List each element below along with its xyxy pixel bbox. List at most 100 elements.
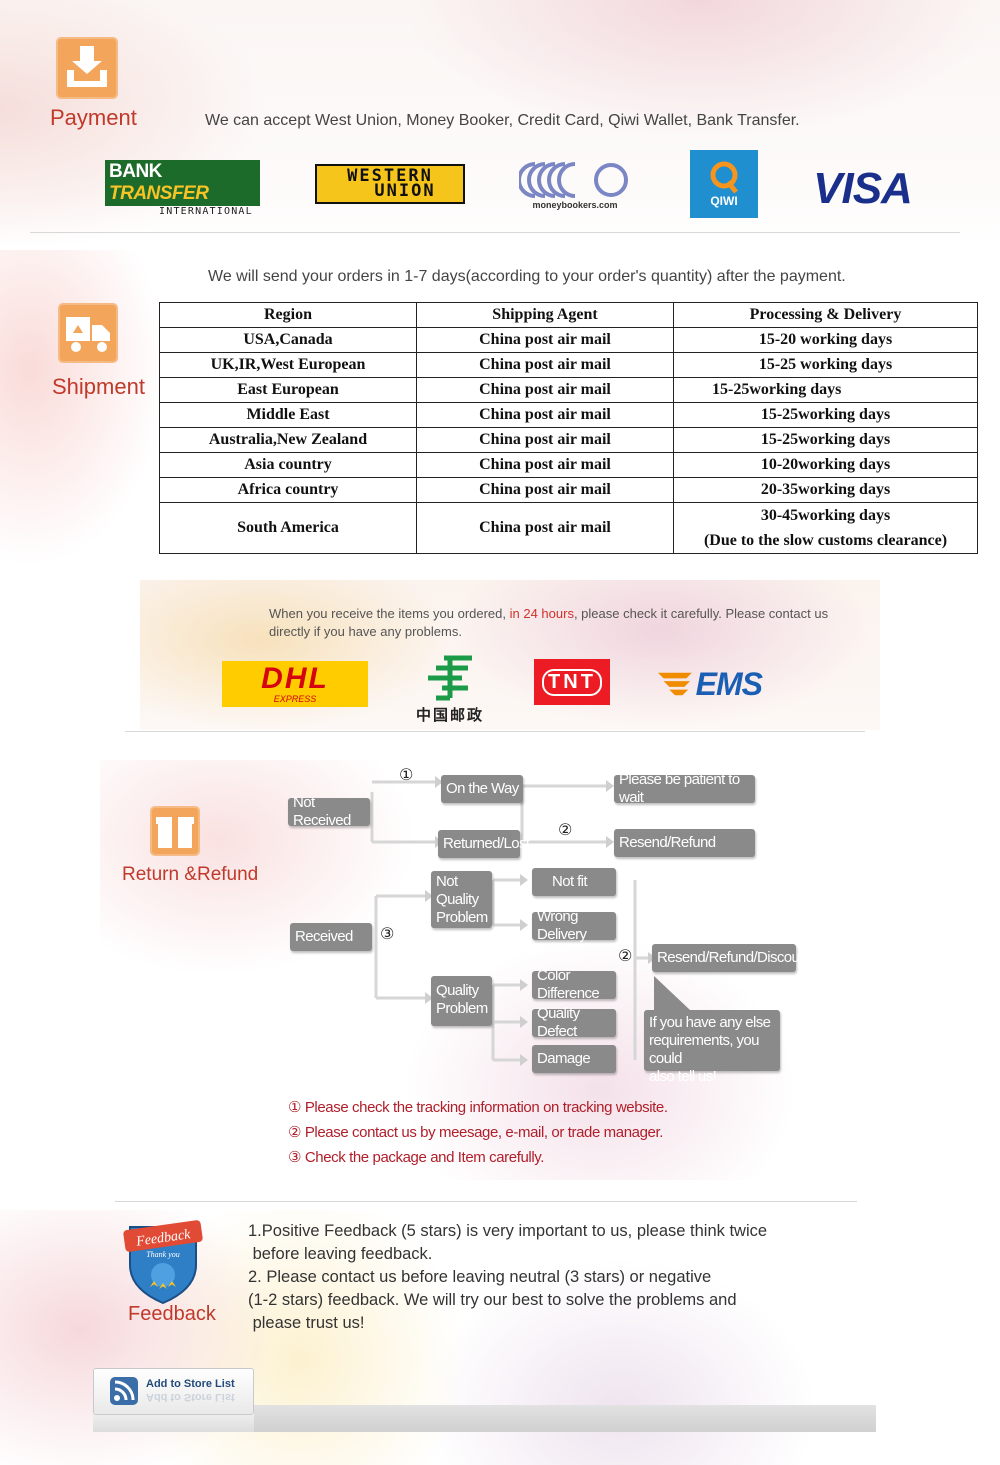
courier-notice-b: , please check it carefully. Please cont… (269, 606, 829, 639)
bank-transfer-logo: BANK TRANSFER INTERNATIONAL (105, 159, 260, 217)
flow-not-quality-line1: Not (436, 873, 458, 890)
qiwi-mark-icon (710, 161, 738, 194)
payment-divider (30, 232, 960, 233)
add-to-store-list-label: Add to Store List (146, 1378, 235, 1390)
shipment-title: Shipment (52, 374, 145, 399)
cell-agent: China post air mail (416, 352, 674, 378)
ems-wing-icon (658, 672, 692, 696)
cell-delivery: 20-35working days (673, 477, 978, 503)
step-mark-3: ③ (380, 926, 395, 943)
cell-delivery: 10-20working days (673, 452, 978, 478)
feedback-line-3: 2. Please contact us before leaving neut… (248, 1268, 712, 1286)
shipping-table: Region Shipping Agent Processing & Deliv… (159, 302, 978, 554)
payment-title: Payment (50, 105, 137, 130)
china-post-label: 中国邮政 (415, 706, 484, 724)
step-mark-2: ② (558, 822, 573, 839)
flow-else-line1: If you have any else (649, 1014, 771, 1031)
flow-quality-problem: Quality Problem (431, 976, 492, 1026)
bank-transfer-word-bank: BANK (109, 160, 162, 182)
cell-region: UK,IR,West European (159, 352, 417, 378)
moneybookers-logo: moneybookers.com (515, 155, 635, 215)
feedback-line-5: please trust us! (248, 1314, 365, 1332)
flow-on-the-way: On the Way (441, 775, 523, 803)
flow-quality-defect: Quality Defect (532, 1005, 616, 1040)
cell-agent: China post air mail (416, 452, 674, 478)
bank-transfer-word-transfer: TRANSFER (109, 182, 209, 204)
return-flow-connectors (370, 776, 690, 1066)
cell-agent: China post air mail (416, 427, 674, 453)
shipment-intro: We will send your orders in 1-7 days(acc… (208, 268, 846, 285)
courier-notice: When you receive the items you ordered, … (269, 605, 829, 641)
feedback-line-4: (1-2 stars) feedback. We will try our be… (248, 1291, 737, 1309)
cell-agent: China post air mail (416, 327, 674, 353)
feedback-text: 1.Positive Feedback (5 stars) is very im… (248, 1220, 767, 1335)
dhl-logo: DHL EXPRESS (222, 661, 368, 707)
courier-notice-a: When you receive the items you ordered, (269, 606, 510, 621)
china-post-logo: 中国邮政 (405, 648, 495, 728)
return-divider (115, 1201, 857, 1202)
table-row: UK,IR,West European China post air mail … (159, 352, 978, 378)
flow-not-received: Not Received (288, 794, 370, 829)
qiwi-logo: QIWI (690, 150, 758, 218)
moneybookers-label: moneybookers.com (532, 200, 618, 210)
ems-label: EMS (695, 665, 763, 702)
bottom-bar (254, 1405, 876, 1432)
add-to-store-list-button[interactable]: Add to Store List Add to Store List (93, 1368, 254, 1415)
cell-delivery: 15-25working days (673, 402, 978, 428)
add-to-store-list-reflection: Add to Store List (146, 1391, 235, 1403)
flow-resend-refund-discount: Resend/Refund/Discount (652, 944, 811, 972)
cell-delivery: 30-45working days (Due to the slow custo… (673, 502, 978, 554)
tnt-logo: TNT (534, 659, 610, 705)
cell-delivery-days: 30-45working days (760, 507, 891, 524)
cell-delivery: 15-25working days (673, 427, 978, 453)
flow-received: Received (290, 923, 372, 951)
table-row: Middle East China post air mail 15-25wor… (159, 402, 978, 428)
cell-agent: China post air mail (416, 477, 674, 503)
courier-notice-highlight: in 24 hours (509, 606, 574, 621)
cell-delivery: 15-20 working days (673, 327, 978, 353)
qiwi-label: QIWI (710, 194, 738, 208)
return-icon (150, 806, 200, 856)
cell-agent: China post air mail (416, 377, 674, 403)
bottom-bar-left (93, 1415, 254, 1432)
return-notes: ① Please check the tracking information … (288, 1095, 668, 1170)
flow-resend-refund: Resend/Refund (614, 829, 755, 857)
cell-delivery: 15-25 working days (673, 352, 978, 378)
flow-color-difference: Color Difference (532, 967, 616, 1002)
table-row: Asia country China post air mail 10-20wo… (159, 452, 978, 478)
feedback-badge-icon: Feedback Thank you (123, 1220, 203, 1305)
return-note-3: ③ Check the package and Item carefully. (288, 1149, 545, 1166)
return-note-1: ① Please check the tracking information … (288, 1099, 668, 1116)
courier-divider (125, 731, 865, 732)
cell-region: Asia country (159, 452, 417, 478)
courier-background (140, 580, 880, 730)
cell-delivery-note: (Due to the slow customs clearance) (703, 532, 948, 549)
return-refund-title: Return &Refund (122, 864, 259, 885)
table-row: Australia,New Zealand China post air mai… (159, 427, 978, 453)
payment-methods-text: We can accept West Union, Money Booker, … (205, 112, 800, 129)
flow-not-quality-line3: Problem (436, 909, 488, 926)
flow-else-line3: also tell us! (649, 1068, 717, 1085)
header-agent: Shipping Agent (416, 302, 674, 328)
cell-delivery: 15-25working days (673, 377, 978, 403)
return-note-2: ② Please contact us by meesage, e-mail, … (288, 1124, 664, 1141)
western-union-line1: WESTERN (347, 166, 433, 186)
tnt-label: TNT (542, 668, 602, 696)
step-mark-2b: ② (618, 948, 633, 965)
flow-else-line2: requirements, you could (649, 1032, 759, 1067)
rss-feed-icon (110, 1377, 138, 1405)
bank-transfer-sub: INTERNATIONAL (159, 205, 253, 217)
dhl-label: DHL (261, 662, 329, 695)
table-row: South America China post air mail 30-45w… (159, 502, 978, 554)
table-row: USA,Canada China post air mail 15-20 wor… (159, 327, 978, 353)
cell-region: East European (159, 377, 417, 403)
flow-quality-line2: Problem (436, 1000, 488, 1017)
flow-not-quality-line2: Quality (436, 891, 479, 908)
ems-logo: EMS (658, 664, 763, 704)
cell-agent: China post air mail (416, 502, 674, 554)
visa-logo: VISA (813, 164, 913, 213)
moneybookers-waves-icon (519, 162, 628, 198)
flow-be-patient: Please be patient to wait (614, 771, 755, 806)
flow-other-requirements: If you have any else requirements, you c… (644, 1010, 780, 1085)
feedback-line-2: before leaving feedback. (248, 1245, 433, 1263)
